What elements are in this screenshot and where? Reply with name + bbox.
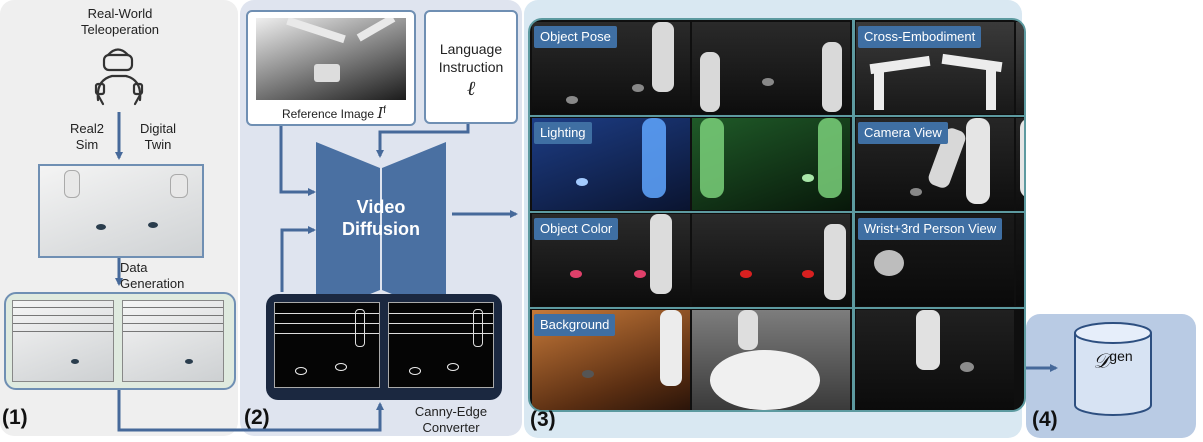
real2sim-label: Real2 Sim [70, 121, 104, 152]
sim-data-frame-left [12, 300, 114, 382]
language-instruction-symbol: ℓ [466, 76, 476, 100]
reference-image-box: Reference Image If [246, 10, 416, 126]
tag-object-pose: Object Pose [534, 26, 617, 48]
canny-frame-left [274, 302, 380, 388]
tag-object-color: Object Color [534, 218, 619, 240]
teleoperation-label: Real-World Teleoperation [80, 6, 160, 37]
tag-cross-embodiment: Cross-Embodiment [858, 26, 982, 48]
digital-twin-label: Digital Twin [139, 121, 177, 152]
grid-divider-h3 [530, 307, 1024, 309]
language-instruction-box: Language Instruction ℓ [424, 10, 518, 124]
sim-data-frame-right [122, 300, 224, 382]
panel-2-number: (2) [244, 406, 270, 429]
canny-edge-label: Canny-Edge Converter [414, 404, 488, 435]
camera-view-frame-b [1016, 118, 1024, 210]
reference-image [256, 18, 406, 100]
tag-camera-view: Camera View [858, 122, 948, 144]
reference-image-superscript: f [383, 105, 387, 116]
canny-edge-group [266, 294, 502, 400]
canny-frame-right [388, 302, 494, 388]
tag-lighting: Lighting [534, 122, 592, 144]
dataset-label: 𝒟gen [1078, 348, 1148, 372]
grid-divider-h2 [530, 211, 1024, 213]
reference-image-symbol: I [377, 104, 384, 122]
tag-wrist-3rd-person-view: Wrist+3rd Person View [858, 218, 1003, 240]
background-frame-c [856, 310, 1014, 410]
object-pose-frame-b [692, 22, 850, 114]
language-instruction-label: Language Instruction [438, 41, 504, 75]
cross-embodiment-frame-b [1016, 22, 1024, 114]
vr-headset-person-icon [94, 48, 144, 106]
video-diffusion-label: Video Diffusion [342, 197, 420, 239]
simulation-scene-image [38, 164, 204, 258]
panel-1-number: (1) [2, 406, 28, 429]
panel-3-number: (3) [530, 408, 556, 431]
database-icon [1074, 322, 1152, 416]
arrow-data-to-canny [117, 386, 384, 432]
dataset-superscript: gen [1109, 348, 1133, 364]
reference-image-label: Reference Image [281, 107, 374, 121]
video-diffusion-block [316, 142, 446, 316]
dataset-symbol: 𝒟 [1093, 348, 1110, 373]
grid-divider-vertical [852, 20, 855, 410]
data-generation-label: Data Generation [120, 260, 185, 291]
tag-background: Background [534, 314, 616, 336]
object-color-frame-b [692, 214, 850, 306]
wrist-view-frame-b [1016, 214, 1024, 306]
generated-sim-data-group [4, 292, 236, 390]
arrow-canny-to-diffusion [280, 226, 316, 292]
generated-videos-grid: Object Pose Cross-Embodiment Lighting Ca… [528, 18, 1026, 412]
background-frame-b [692, 310, 850, 410]
grid-divider-h1 [530, 115, 1024, 117]
panel-4-number: (4) [1032, 408, 1058, 431]
arrow-language-to-diffusion [376, 122, 470, 158]
arrow-reference-to-diffusion [279, 126, 316, 196]
lighting-frame-b [692, 118, 850, 210]
